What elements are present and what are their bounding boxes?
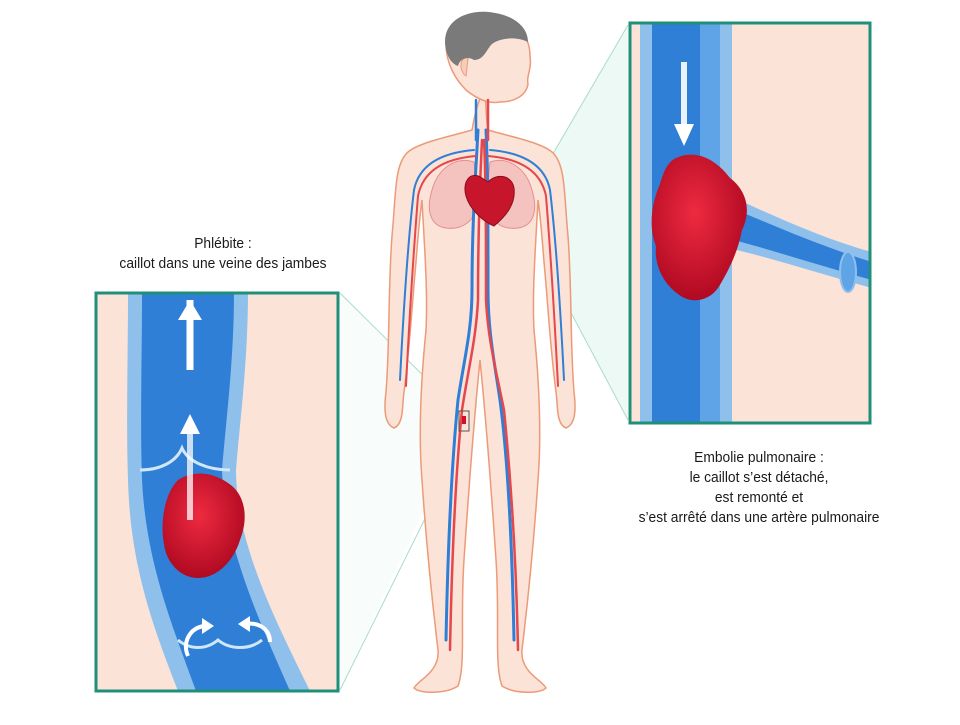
clot-icon xyxy=(651,154,747,301)
hair xyxy=(445,11,528,66)
embolism-caption: Embolie pulmonaire : le caillot s’est dé… xyxy=(624,448,894,528)
heart xyxy=(464,174,515,227)
embolism-line-3: s’est arrêté dans une artère pulmonaire xyxy=(638,509,880,526)
embolism-detail-box xyxy=(628,21,872,425)
clot-location-marker xyxy=(458,410,470,432)
phlebitis-title: Phlébite : xyxy=(194,235,252,252)
up-arrow-icon xyxy=(178,300,202,320)
phlebitis-detail-box xyxy=(94,291,340,693)
embolism-title: Embolie pulmonaire : xyxy=(694,449,824,466)
phlebitis-text: caillot dans une veine des jambes xyxy=(119,255,327,272)
left-lung xyxy=(428,160,479,229)
body-silhouette xyxy=(384,85,576,693)
human-body xyxy=(384,11,576,693)
embolism-line-1: le caillot s’est détaché, xyxy=(689,469,829,486)
embolism-line-2: est remonté et xyxy=(714,489,804,506)
down-arrow-icon xyxy=(674,124,694,146)
clot-icon xyxy=(162,473,245,578)
flow-arrow-icon xyxy=(184,624,205,657)
phlebitis-caption: Phlébite : caillot dans une veine des ja… xyxy=(99,234,347,274)
